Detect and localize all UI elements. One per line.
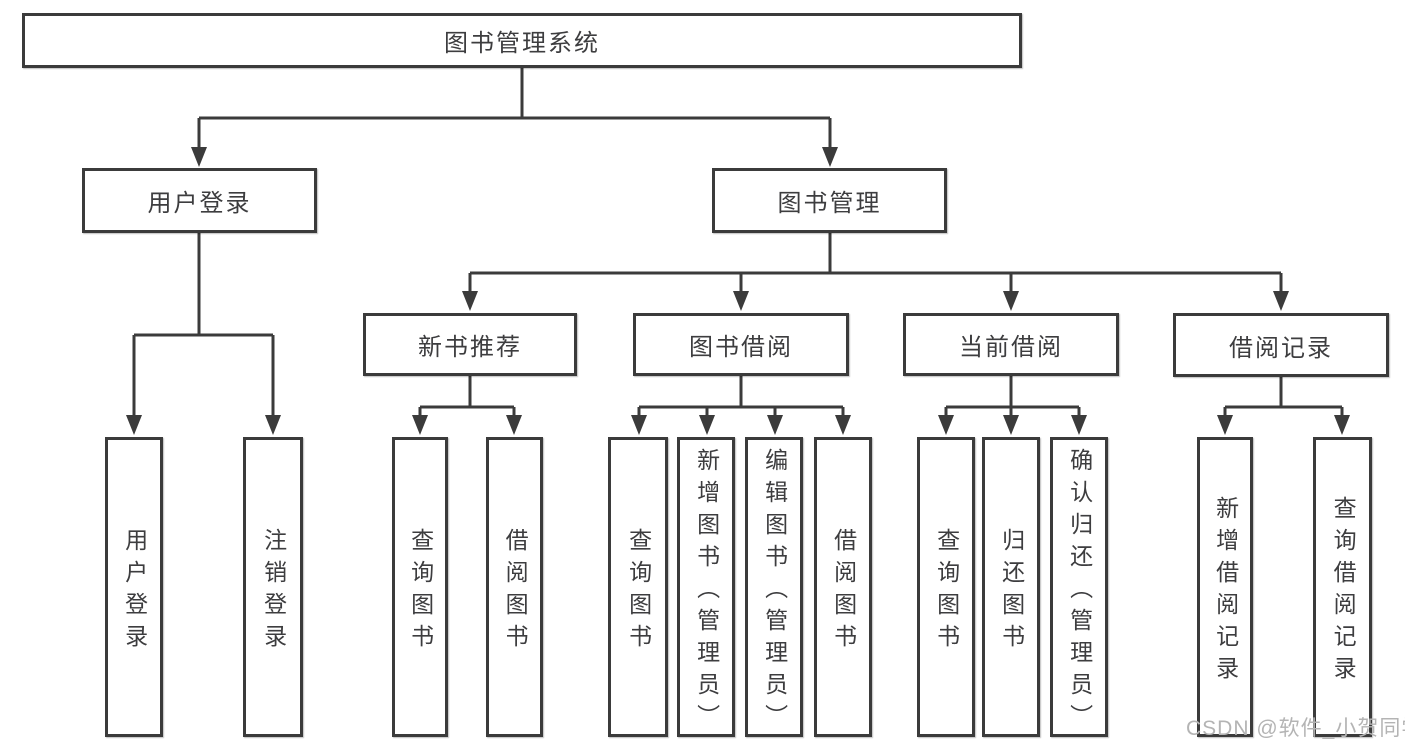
node-label: 查询图书 (933, 527, 960, 656)
node-label: 新书推荐 (418, 334, 522, 361)
node-label: 确认归还（管理员） (1066, 447, 1093, 736)
connector-book-mgmt-to-level3 (462, 233, 1289, 311)
node-label: 借阅图书 (830, 527, 857, 656)
node-leaf-query-books-2: 查询图书 (608, 437, 668, 737)
connector-root-to-level2 (191, 68, 838, 167)
node-label: 图书管理 (777, 190, 882, 217)
node-leaf-borrow-books-2: 借阅图书 (814, 437, 872, 737)
node-label: 查询借阅记录 (1330, 495, 1357, 688)
node-label: 用户登录 (147, 190, 252, 217)
node-label: 编辑图书（管理员） (761, 447, 788, 736)
node-book-management: 图书管理 (712, 168, 947, 233)
node-book-borrowing: 图书借阅 (633, 313, 849, 376)
connector-current-borrow-to-leaves (938, 376, 1087, 435)
node-label: 借阅记录 (1229, 334, 1333, 362)
node-leaf-logout: 注销登录 (243, 437, 303, 737)
node-label: 新增图书（管理员） (693, 447, 720, 736)
node-leaf-edit-books-admin: 编辑图书（管理员） (745, 437, 803, 737)
node-current-borrowing: 当前借阅 (903, 313, 1119, 376)
node-label: 借阅图书 (502, 527, 529, 656)
node-label: 图书借阅 (689, 334, 793, 361)
node-label: 查询图书 (407, 527, 434, 656)
node-label: 图书管理系统 (444, 30, 600, 57)
node-label: 用户登录 (121, 527, 148, 656)
csdn-watermark: CSDN @软件_小贺同学 (1186, 717, 1405, 740)
node-user-login: 用户登录 (82, 168, 317, 233)
node-label: 归还图书 (998, 527, 1025, 656)
node-leaf-confirm-return-admin: 确认归还（管理员） (1050, 437, 1108, 737)
node-label: 当前借阅 (959, 334, 1063, 361)
node-leaf-user-login: 用户登录 (105, 437, 163, 737)
connector-user-login-to-leaves (126, 233, 281, 435)
node-leaf-query-books-3: 查询图书 (917, 437, 975, 737)
connector-book-borrow-to-leaves (631, 376, 851, 435)
node-leaf-add-borrow-record: 新增借阅记录 (1197, 437, 1253, 737)
node-label: 注销登录 (260, 527, 287, 656)
node-new-book-recommend: 新书推荐 (363, 313, 577, 376)
node-leaf-query-books-1: 查询图书 (392, 437, 448, 737)
node-label: 新增借阅记录 (1212, 495, 1239, 688)
node-leaf-add-books-admin: 新增图书（管理员） (677, 437, 735, 737)
node-label: 查询图书 (625, 527, 652, 656)
node-leaf-query-borrow-record: 查询借阅记录 (1313, 437, 1372, 737)
connector-new-book-rec-to-leaves (412, 376, 522, 435)
node-borrow-records: 借阅记录 (1173, 313, 1389, 377)
node-leaf-return-books: 归还图书 (982, 437, 1040, 737)
connector-borrow-records-to-leaves (1217, 377, 1350, 435)
node-leaf-borrow-books-1: 借阅图书 (486, 437, 543, 737)
node-library-system-root: 图书管理系统 (22, 13, 1022, 68)
